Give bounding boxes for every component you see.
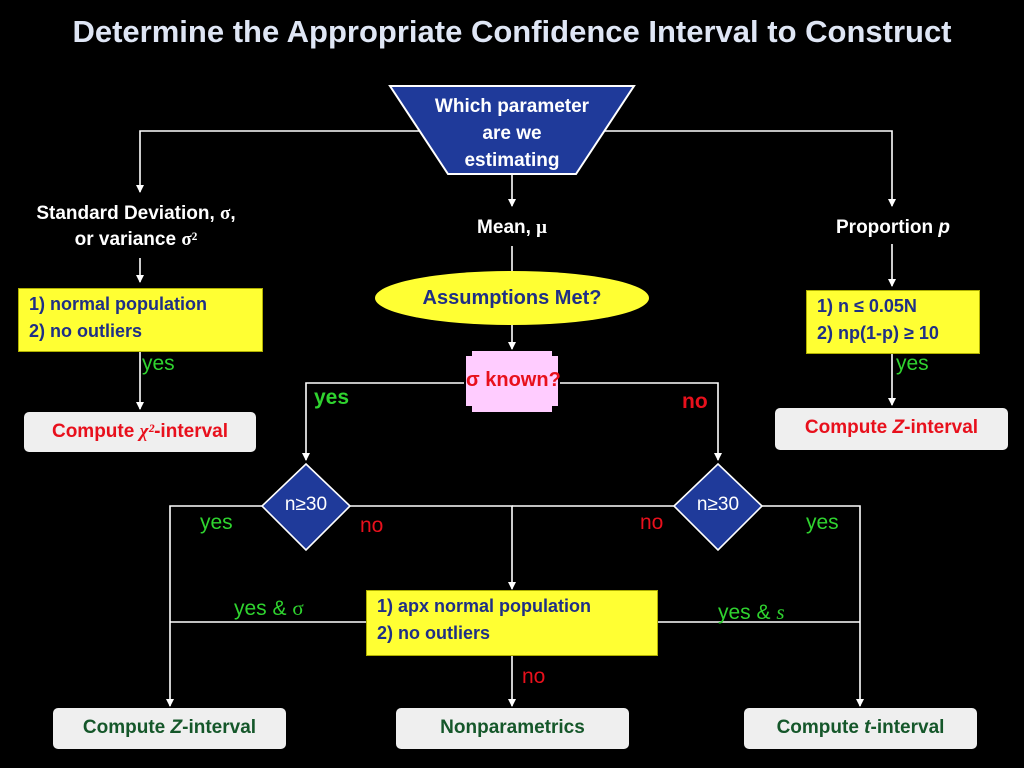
result-z-mean-post: -interval xyxy=(182,717,257,738)
label-no-sigma: no xyxy=(682,390,708,413)
branch-std-dev-text1: Standard Deviation, xyxy=(36,203,221,224)
result-z-mean-pre: Compute xyxy=(82,717,171,738)
middle-assumption-2: 2) no outliers xyxy=(377,623,491,643)
result-z-interval-mean: Compute Z-interval xyxy=(53,708,286,749)
label-yes-and-sigma-text: yes & xyxy=(234,597,293,620)
result-nonparametrics: Nonparametrics xyxy=(396,708,629,749)
branch-proportion-text: Proportion xyxy=(836,217,939,238)
z-symbol: Z xyxy=(892,417,905,438)
middle-assumptions-box: 1) apx normal population 2) no outliers xyxy=(366,590,658,656)
page-title: Determine the Appropriate Confidence Int… xyxy=(72,14,952,49)
right-assumption-1: 1) n ≤ 0.05N xyxy=(817,296,917,316)
sigma-known-shape xyxy=(466,351,558,412)
branch-std-dev-comma: , xyxy=(230,203,236,224)
assumptions-met-label: Assumptions Met? xyxy=(422,287,602,309)
sigma-squared-symbol: σ² xyxy=(181,229,198,250)
n-test-right-shape xyxy=(672,462,764,552)
right-assumptions-box: 1) n ≤ 0.05N 2) np(1-p) ≥ 10 xyxy=(806,290,980,354)
branch-std-dev: Standard Deviation, σ, or variance σ² xyxy=(0,201,272,253)
label-no-n-left: no xyxy=(360,514,384,537)
start-node-line1: Which parameter xyxy=(434,96,590,117)
result-chi-post: -interval xyxy=(154,421,229,442)
label-yes-right-top: yes xyxy=(896,352,929,375)
label-yes-and-s: yes & s xyxy=(718,600,785,625)
result-t-interval: Compute t-interval xyxy=(744,708,977,749)
branch-std-dev-line2: or variance σ² xyxy=(0,227,272,253)
label-sigma-symbol: σ xyxy=(292,596,304,620)
mu-symbol: μ xyxy=(536,217,547,238)
start-node-label: Which parameter are we estimating xyxy=(412,93,612,174)
branch-mean: Mean, μ xyxy=(452,215,572,241)
sigma-symbol: σ xyxy=(220,203,231,224)
n-test-left-shape xyxy=(260,462,352,552)
label-s-symbol: s xyxy=(776,600,785,624)
result-z-prop-post: -interval xyxy=(904,417,979,438)
middle-assumption-1: 1) apx normal population xyxy=(377,596,592,616)
branch-std-dev-line1: Standard Deviation, σ, xyxy=(0,201,272,227)
sigma-known-label: σ known? xyxy=(466,369,561,391)
left-assumption-2: 2) no outliers xyxy=(29,321,143,341)
z-symbol-mean: Z xyxy=(170,717,183,738)
connector-left-n-yes xyxy=(166,505,264,707)
left-assumptions-box: 1) normal population 2) no outliers xyxy=(18,288,263,352)
p-symbol: p xyxy=(938,217,950,238)
result-t-pre: Compute xyxy=(776,717,865,738)
connector-to-std-dev xyxy=(136,130,426,193)
n-test-right-label: n≥30 xyxy=(696,494,740,515)
label-yes-and-s-text: yes & xyxy=(718,601,777,624)
connector-to-proportion xyxy=(600,130,896,207)
n-test-left-label: n≥30 xyxy=(284,494,328,515)
result-z-prop-pre: Compute xyxy=(804,417,893,438)
chi-squared-symbol: χ² xyxy=(139,421,155,442)
label-yes-sigma: yes xyxy=(314,386,350,409)
assumptions-met-oval: Assumptions Met? xyxy=(375,271,649,325)
label-yes-n-left: yes xyxy=(200,511,233,534)
label-yes-n-right: yes xyxy=(806,511,839,534)
connector-sigma-no xyxy=(560,382,722,461)
connector-sigma-yes xyxy=(302,382,464,461)
result-z-interval-proportion: Compute Z-interval xyxy=(775,408,1008,450)
label-yes-left-top: yes xyxy=(142,352,175,375)
t-symbol: t xyxy=(864,717,871,738)
label-yes-and-sigma: yes & σ xyxy=(234,596,304,621)
start-node-shape xyxy=(388,85,636,175)
left-assumption-1: 1) normal population xyxy=(29,294,207,314)
result-t-post: -interval xyxy=(870,717,945,738)
start-node-line3: estimating xyxy=(464,150,560,171)
label-no-bottom: no xyxy=(522,665,546,688)
connector-right-n-yes xyxy=(760,505,864,707)
branch-proportion: Proportion p xyxy=(800,215,986,241)
start-node-line2: are we xyxy=(482,123,542,144)
label-no-n-right: no xyxy=(640,511,664,534)
branch-std-dev-text2: or variance xyxy=(74,229,182,250)
result-chi-pre: Compute xyxy=(51,421,140,442)
result-chi-interval: Compute χ²-interval xyxy=(24,412,256,452)
right-assumption-2: 2) np(1-p) ≥ 10 xyxy=(817,323,939,343)
branch-mean-text: Mean, xyxy=(477,217,537,238)
